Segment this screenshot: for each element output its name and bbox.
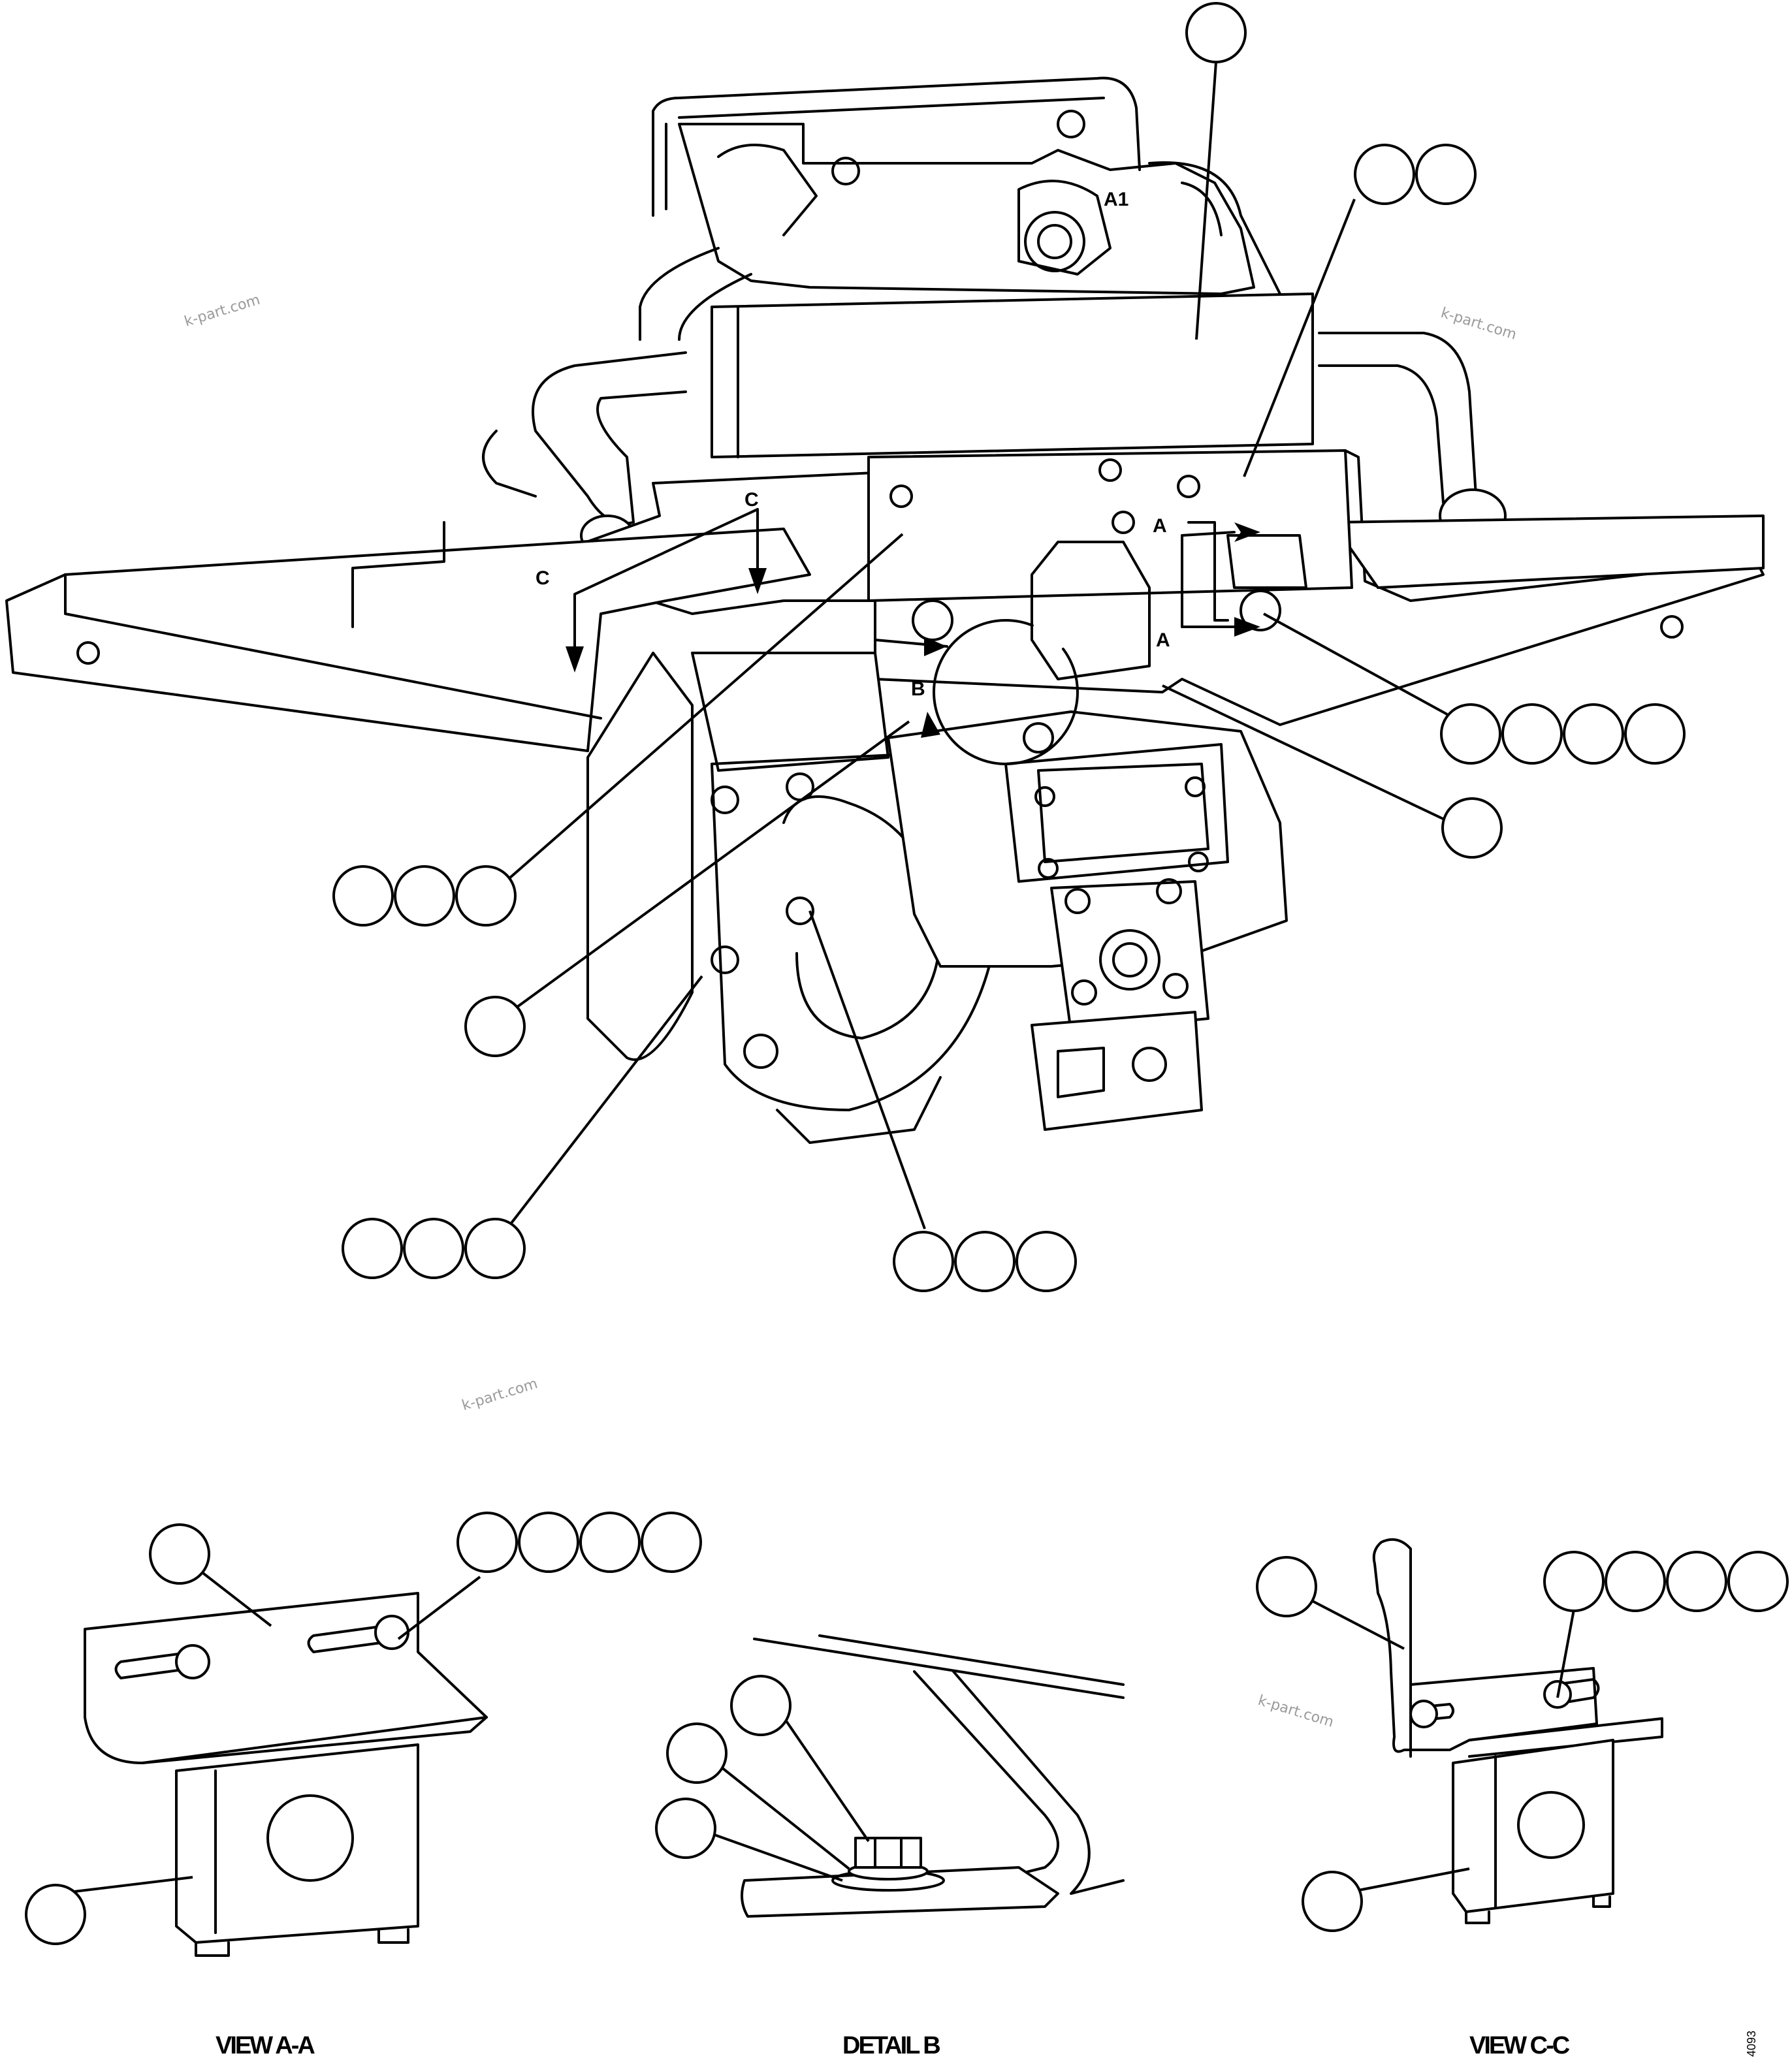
detail-b-label: B: [911, 678, 925, 700]
callout-balloon: [1354, 144, 1415, 205]
view-a-a-leaders: [68, 1570, 481, 1894]
section-a-label: A: [1156, 629, 1170, 651]
detail-b-leaders: [705, 1716, 870, 1882]
figure-number: 4093: [1745, 2031, 1758, 2057]
callout-balloon: [25, 1884, 86, 1945]
callout-balloon: [342, 1218, 403, 1279]
leader-lines: [508, 61, 1449, 1229]
callout-balloon: [1501, 703, 1563, 765]
section-a-label: A: [1153, 515, 1167, 537]
watermark: k-part.com: [1256, 1692, 1336, 1731]
callout-balloon: [954, 1231, 1016, 1292]
callout-balloon: [332, 865, 394, 927]
callout-balloon: [455, 865, 517, 927]
watermark: k-part.com: [1439, 305, 1518, 343]
callout-balloon: [1624, 703, 1686, 765]
callout-balloon: [655, 1798, 716, 1859]
callout-balloon: [1302, 1871, 1363, 1932]
main-assembly-drawing: A1: [5, 76, 1765, 1144]
callout-balloon: [1016, 1231, 1077, 1292]
detail-b-drawing: [741, 1634, 1125, 1918]
section-c-label: C: [536, 567, 550, 589]
view-c-c-caption: VIEW C-C: [1469, 2032, 1570, 2059]
callout-balloon: [1543, 1551, 1605, 1612]
callout-balloon-group: [332, 2, 1686, 1292]
callout-balloon: [641, 1512, 702, 1573]
callout-balloon: [666, 1722, 728, 1784]
section-c-label: C: [744, 489, 759, 511]
view-a-a-drawing: [84, 1592, 488, 1957]
callout-balloon: [1256, 1556, 1317, 1617]
callout-balloon: [149, 1523, 210, 1585]
view-a-a-callouts: [25, 1512, 702, 1945]
watermark: k-part.com: [460, 1376, 539, 1414]
callout-balloon: [464, 1218, 526, 1279]
callout-balloon: [1415, 144, 1477, 205]
callout-balloon: [394, 865, 455, 927]
callout-balloon: [1185, 2, 1247, 63]
callout-balloon: [893, 1231, 954, 1292]
callout-balloon: [1440, 703, 1501, 765]
callout-balloon: [1727, 1551, 1789, 1612]
detail-b-caption: DETAIL B: [842, 2032, 940, 2059]
view-c-c-callouts: [1256, 1551, 1789, 1932]
callout-balloon: [1605, 1551, 1666, 1612]
callout-balloon: [1563, 703, 1624, 765]
view-c-c-leaders: [1305, 1596, 1575, 1892]
callout-balloon: [730, 1675, 792, 1736]
callout-balloon: [464, 996, 526, 1057]
port-label-a1: A1: [1104, 189, 1128, 210]
callout-balloon: [1666, 1551, 1727, 1612]
callout-balloon: [1441, 797, 1503, 859]
watermark: k-part.com: [182, 292, 262, 330]
callout-balloon: [579, 1512, 641, 1573]
callout-balloon: [403, 1218, 464, 1279]
view-a-a-caption: VIEW A-A: [216, 2032, 315, 2059]
detail-b-callouts: [655, 1675, 792, 1859]
callout-balloon: [456, 1512, 518, 1573]
callout-balloon: [518, 1512, 579, 1573]
